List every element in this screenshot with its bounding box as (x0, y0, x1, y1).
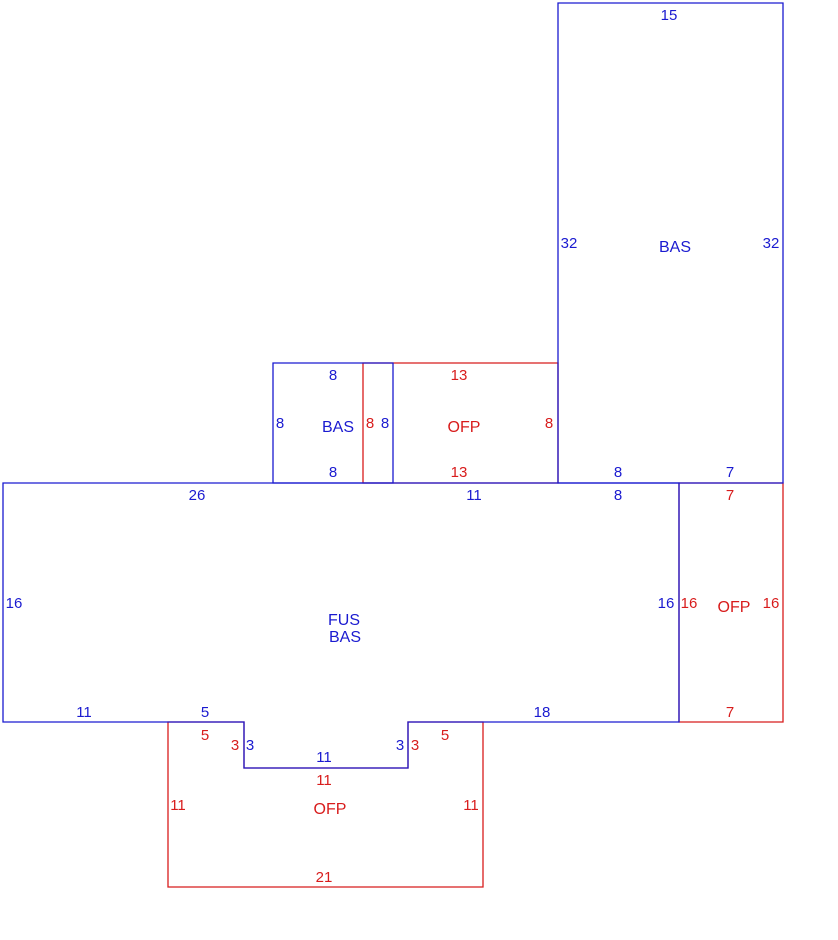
fus-bas-outline (2, 482, 680, 769)
ofp-right-dim-right: 16 (763, 595, 780, 612)
bas-top-dim-bottom-b: 7 (726, 464, 734, 481)
fus-bas-dim-notch-left: 3 (246, 737, 254, 754)
fus-bas-dim-notch-right: 3 (396, 737, 404, 754)
bas-top-dim-top: 15 (661, 7, 678, 24)
ofp-mid-label: OFP (448, 419, 481, 436)
fus-label: FUS (328, 612, 360, 629)
fus-bas-dim-top-b: 11 (466, 487, 482, 504)
bas-top-dim-bottom-a: 8 (614, 464, 622, 481)
fus-bas-dim-top-a: 26 (189, 487, 206, 504)
bas-top-dim-left: 32 (561, 235, 578, 252)
fus-bas-dim-bottom-b: 5 (201, 704, 209, 721)
ofp-bottom-dim-left: 11 (170, 797, 186, 814)
fus-bas-dim-bottom-c: 18 (534, 704, 551, 721)
ofp-mid-dim-top: 13 (451, 367, 468, 384)
fus-bas-label: BAS (329, 629, 361, 646)
ofp-mid-dim-left: 8 (366, 415, 374, 432)
ofp-bottom-dim-inner-right: 3 (411, 737, 419, 754)
bas-small-dim-left: 8 (276, 415, 284, 432)
ofp-bottom-dim-right: 11 (463, 797, 479, 814)
ofp-right-dim-top: 7 (726, 487, 734, 504)
ofp-mid-dim-right: 8 (545, 415, 553, 432)
ofp-bottom-dim-top-right: 5 (441, 727, 449, 744)
bas-small-dim-bottom: 8 (329, 464, 337, 481)
ofp-right-label: OFP (718, 599, 751, 616)
ofp-bottom-dim-top-left: 5 (201, 727, 209, 744)
ofp-bottom-dim-inner-top: 11 (316, 772, 332, 789)
ofp-right-dim-bottom: 7 (726, 704, 734, 721)
fus-bas-dim-bottom-a: 11 (76, 704, 92, 721)
bas-small-label: BAS (322, 419, 354, 436)
ofp-bottom-dim-bottom: 21 (316, 869, 333, 886)
ofp-mid-dim-bottom: 13 (451, 464, 468, 481)
ofp-bottom-label: OFP (314, 801, 347, 818)
bas-top-label: BAS (659, 239, 691, 256)
fus-bas-dim-right: 16 (658, 595, 675, 612)
fus-bas-dim-top-c: 8 (614, 487, 622, 504)
fus-bas-dim-left: 16 (6, 595, 23, 612)
bas-top-outline (557, 2, 784, 484)
fus-bas-dim-notch-bottom: 11 (316, 749, 332, 766)
bas-small-dim-right: 8 (381, 415, 389, 432)
bas-small-dim-top: 8 (329, 367, 337, 384)
bas-top-dim-right: 32 (763, 235, 780, 252)
ofp-right-dim-left: 16 (681, 595, 698, 612)
ofp-bottom-dim-inner-left: 3 (231, 737, 239, 754)
